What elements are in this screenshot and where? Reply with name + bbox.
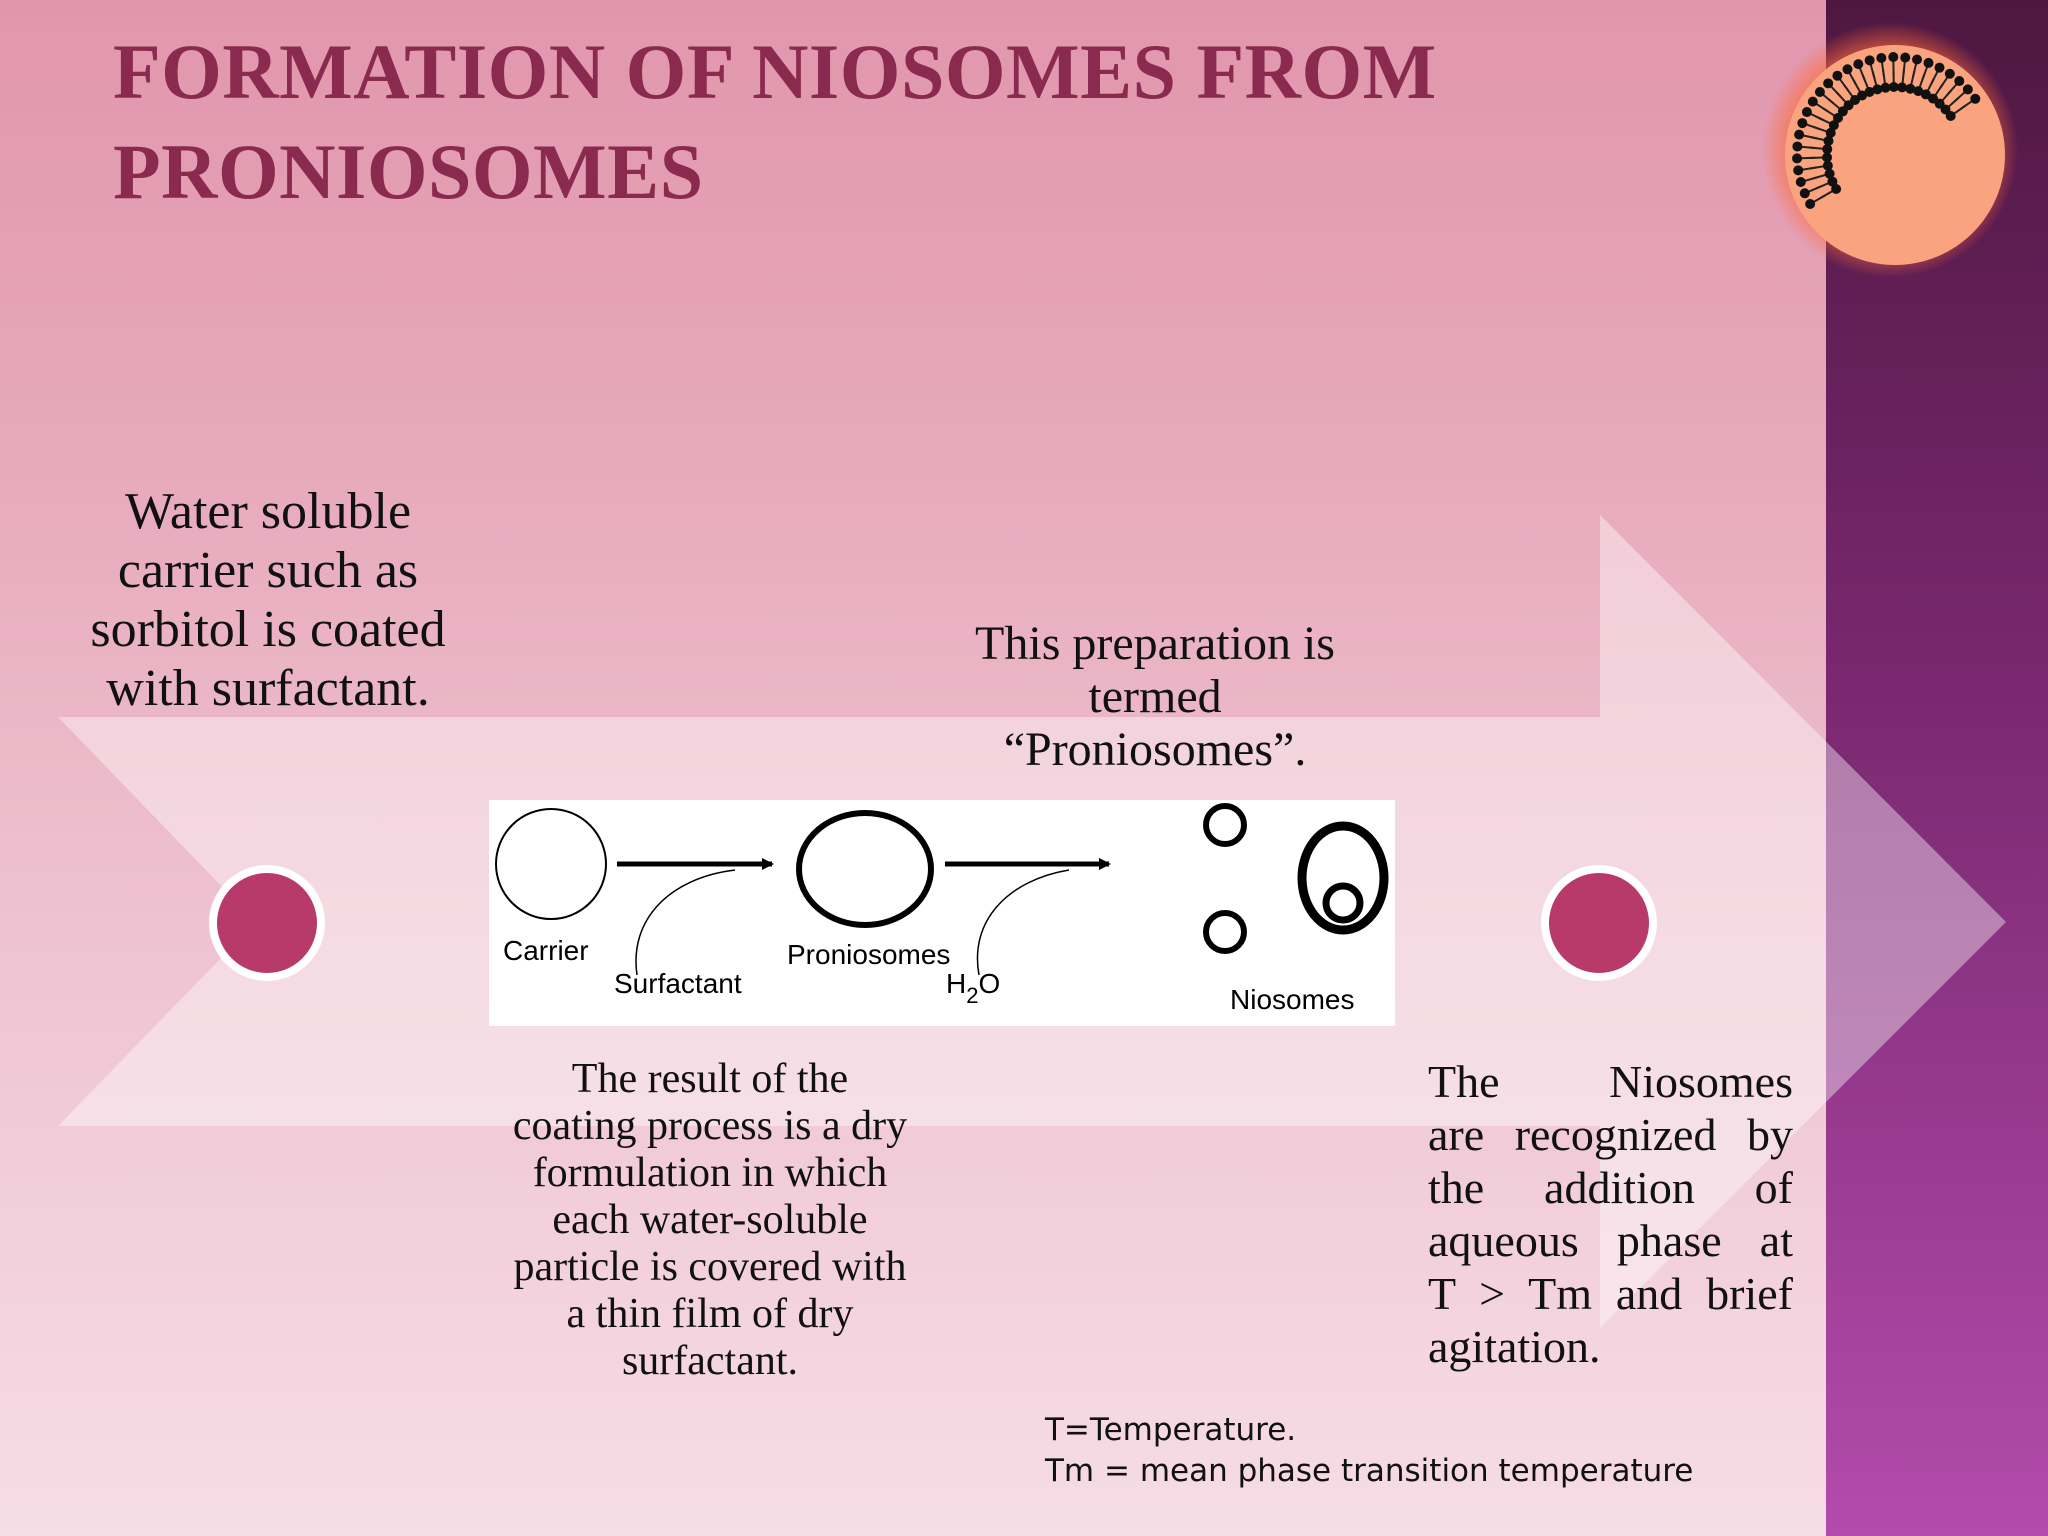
niosome-small-bottom — [1203, 910, 1247, 954]
lipid-head — [1814, 87, 1825, 98]
lipid-head — [1823, 135, 1834, 146]
lipid-head — [1962, 84, 1973, 95]
niosome-line: are recognized by — [1428, 1109, 1793, 1160]
lipid-head — [1913, 86, 1924, 97]
lipid-head — [1822, 144, 1833, 155]
lipid-head — [1794, 129, 1805, 140]
slide-title: FORMATION OF NIOSOMES FROM PRONIOSOMES — [113, 28, 1437, 215]
legend-t: T=Temperature. — [1045, 1412, 1297, 1448]
lipid-head — [1801, 107, 1812, 118]
step-result-text: The result of the coating process is a d… — [512, 1056, 908, 1384]
lipid-head — [1944, 68, 1955, 79]
proniosome-figure: Carrier Surfactant Proniosomes H2O Nioso… — [489, 800, 1395, 1026]
lipid-head — [1872, 84, 1883, 95]
lipid-head — [1842, 64, 1853, 75]
proniosome-circle — [796, 810, 934, 928]
surfactant-pointer — [635, 869, 736, 976]
lipid-molecules — [1792, 52, 1981, 209]
step-carrier-text: Water soluble carrier such as sorbitol i… — [90, 483, 446, 717]
proniosomes-label: Proniosomes — [787, 939, 950, 970]
lipid-head — [1795, 177, 1806, 188]
lipid-head — [1822, 152, 1833, 163]
lipid-head — [1923, 57, 1934, 68]
lipid-head — [1792, 153, 1803, 164]
lipid-head — [1832, 70, 1843, 81]
carrier-label: Carrier — [503, 935, 589, 966]
niosome-line: aqueous phase at — [1428, 1215, 1793, 1266]
timeline-dot-left — [209, 865, 325, 981]
lipid-head — [1797, 118, 1808, 129]
niosome-line: the addition of — [1428, 1162, 1793, 1213]
lipid-head — [1876, 52, 1887, 63]
legend: T=Temperature. Tm = mean phase transitio… — [1045, 1410, 1693, 1492]
lipid-head — [1807, 96, 1818, 107]
lipid-head — [1853, 59, 1864, 70]
water-label: H2O — [946, 968, 1000, 1008]
surfactant-label: Surfactant — [614, 968, 742, 999]
lipid-head — [1857, 90, 1868, 101]
lipid-head — [1827, 176, 1838, 187]
niosome-line: T > Tm and brief — [1428, 1268, 1793, 1319]
lipid-head — [1792, 141, 1803, 152]
lipid-head — [1970, 93, 1981, 104]
lipid-head — [1824, 168, 1835, 179]
lipid-head — [1905, 83, 1916, 94]
lipid-head — [1825, 127, 1836, 138]
lipid-head — [1897, 82, 1908, 93]
lipid-head — [1822, 160, 1833, 171]
step-proniosome-text: This preparation is termed “Proniosomes”… — [975, 617, 1335, 776]
niosome-large-inner — [1322, 882, 1364, 924]
lipid-head — [1888, 82, 1899, 93]
lipid-head — [1823, 78, 1834, 89]
water-pointer — [976, 869, 1070, 976]
carrier-circle — [495, 808, 607, 920]
legend-tm: Tm = mean phase transition temperature — [1045, 1453, 1694, 1489]
lipid-head — [1934, 62, 1945, 73]
lipid-head — [1864, 86, 1875, 97]
lipid-head — [1805, 199, 1816, 209]
lipid-head — [1793, 165, 1804, 176]
step-niosome-text: The Niosomes are recognized by the addit… — [1428, 1055, 1793, 1373]
lipid-head — [1954, 76, 1965, 87]
niosome-line: agitation. — [1428, 1321, 1601, 1372]
timeline-dot-right — [1541, 865, 1657, 981]
lipid-head — [1880, 82, 1891, 93]
lipid-head — [1864, 55, 1875, 66]
lipid-head — [1799, 188, 1810, 199]
lipid-head — [1945, 110, 1956, 121]
lipid-head — [1900, 52, 1911, 63]
niosome-small-top — [1203, 803, 1247, 847]
lipid-head — [1888, 52, 1899, 63]
bilayer-sphere-icon — [1762, 22, 2018, 278]
niosome-large-outer — [1297, 821, 1389, 935]
niosomes-label: Niosomes — [1230, 984, 1354, 1015]
niosome-line: The Niosomes — [1428, 1056, 1793, 1107]
lipid-head — [1912, 54, 1923, 65]
lipid-head — [1831, 184, 1842, 194]
